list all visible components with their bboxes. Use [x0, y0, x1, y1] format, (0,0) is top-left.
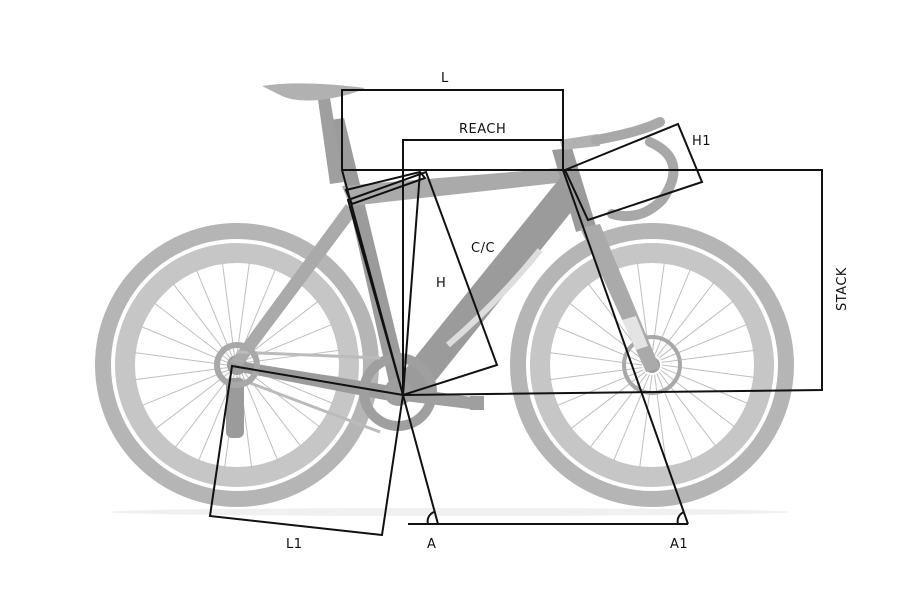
seatpost: [318, 98, 344, 184]
label-l: L: [441, 71, 449, 86]
spoke: [141, 369, 229, 407]
spoke: [661, 349, 756, 363]
spoke: [656, 373, 694, 461]
seat-tube-axis: [341, 169, 404, 396]
spoke: [612, 374, 650, 462]
spoke: [569, 371, 646, 430]
spoke: [243, 300, 320, 359]
spoke: [133, 367, 228, 381]
l-measure-box: [341, 89, 564, 170]
reach-measure-box: [402, 139, 564, 395]
spoke: [246, 349, 341, 363]
spoke: [174, 373, 233, 449]
label-h1: H1: [692, 134, 711, 149]
geometry-overlay: [208, 89, 823, 537]
h1-measure-box: [563, 122, 704, 222]
spoke: [195, 269, 233, 357]
spoke: [656, 281, 715, 357]
spoke: [658, 300, 735, 359]
spoke: [654, 268, 692, 356]
stem: [560, 134, 600, 150]
ground-shadow: [110, 508, 790, 516]
bike-illustration: [95, 83, 794, 516]
frame-logo: [446, 248, 543, 348]
spoke: [660, 323, 748, 361]
spoke: [568, 302, 644, 361]
label-reach: REACH: [459, 122, 506, 137]
label-stack: STACK: [835, 267, 850, 311]
spoke: [651, 261, 665, 356]
top-tube: [342, 168, 566, 206]
spoke: [172, 282, 231, 359]
spoke: [661, 367, 749, 405]
spoke: [658, 371, 717, 448]
l1-measure-box: [208, 364, 405, 537]
spoke: [140, 325, 228, 363]
seatstay: [230, 204, 356, 366]
label-a: A: [427, 537, 436, 552]
spoke: [133, 352, 228, 366]
head-angle-arc: [676, 511, 685, 525]
spoke: [241, 373, 279, 461]
stack-measure-box: [402, 169, 823, 396]
spoke: [245, 369, 321, 428]
saddle: [262, 83, 365, 101]
spoke: [154, 371, 231, 430]
handlebar: [591, 117, 679, 222]
spoke: [589, 373, 648, 449]
seat-angle-line: [402, 394, 439, 525]
seat-angle-arc: [426, 511, 435, 525]
label-h: H: [436, 276, 446, 291]
spoke: [221, 261, 235, 356]
label-cc: C/C: [471, 241, 495, 256]
spoke: [654, 374, 668, 469]
head-tube-axis: [562, 169, 689, 525]
spoke: [548, 367, 643, 381]
drivetrain: [214, 342, 381, 438]
front-wheel: [510, 223, 794, 507]
spoke: [548, 352, 643, 366]
down-tube: [395, 178, 584, 400]
spoke: [639, 374, 653, 469]
spoke: [660, 369, 736, 428]
fork-decal: [622, 316, 648, 350]
h-measure-line: [402, 171, 421, 396]
spoke: [556, 369, 644, 407]
spoke: [236, 261, 250, 356]
label-a1: A1: [670, 537, 688, 552]
geometry-labels: L REACH H1 C/C H STACK L1 A A1: [286, 71, 850, 552]
spoke: [153, 302, 229, 361]
label-l1: L1: [286, 537, 303, 552]
spoke: [661, 364, 756, 378]
